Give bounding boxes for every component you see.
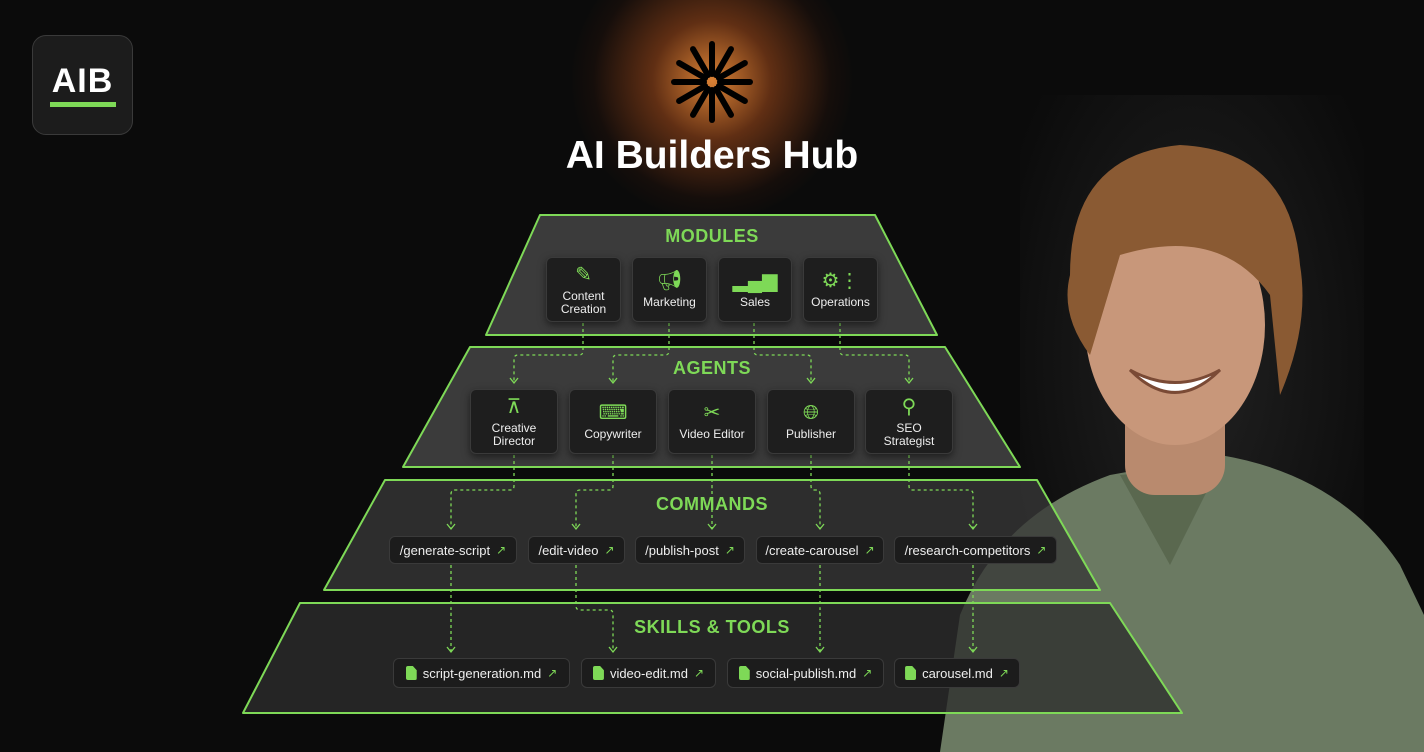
arrowhead-icon <box>815 523 825 531</box>
connector-line <box>450 455 515 529</box>
external-link-icon: ↗ <box>604 543 615 557</box>
arrowhead-icon <box>446 646 456 654</box>
arrowhead-icon <box>968 523 978 531</box>
agents-label: AGENTS <box>672 358 751 378</box>
arrowhead-icon <box>968 646 978 654</box>
arrowhead-icon <box>571 523 581 531</box>
external-link-icon: ↗ <box>724 543 735 557</box>
arrowhead-icon <box>608 646 618 654</box>
skill-social-publish[interactable]: social-publish.md↗ <box>727 658 884 688</box>
module-sales[interactable]: ▂▄▆Sales <box>718 257 792 322</box>
starburst-icon <box>671 41 753 123</box>
magnifier-icon: ⚲ <box>901 395 917 418</box>
film-scissors-icon: ✂ <box>703 402 721 424</box>
arrowhead-icon <box>707 523 717 531</box>
file-icon <box>738 666 750 680</box>
file-icon <box>405 666 417 680</box>
arrowhead-icon <box>904 377 914 385</box>
agent-seo-strategist[interactable]: ⚲SEO Strategist <box>865 389 953 454</box>
external-link-icon: ↗ <box>547 666 558 680</box>
module-content-creation[interactable]: ✎Content Creation <box>546 257 621 322</box>
module-marketing[interactable]: 📢︎Marketing <box>632 257 707 322</box>
globe-upload-icon: 🌐︎ <box>803 402 819 424</box>
connector-line <box>810 455 821 529</box>
skill-carousel[interactable]: carousel.md↗ <box>894 658 1020 688</box>
external-link-icon: ↗ <box>862 666 873 680</box>
director-chair-icon: ⊼ <box>506 395 522 418</box>
page-title: AI Builders Hub <box>565 134 859 177</box>
connector-line <box>575 455 614 529</box>
external-link-icon: ↗ <box>864 543 875 557</box>
arrowhead-icon <box>446 523 456 531</box>
external-link-icon: ↗ <box>998 666 1009 680</box>
agent-publisher[interactable]: 🌐︎Publisher <box>767 389 855 454</box>
handshake-icon: ▂▄▆ <box>732 270 778 292</box>
file-icon <box>592 666 604 680</box>
command-create-carousel[interactable]: /create-carousel↗ <box>756 536 884 564</box>
arrowhead-icon <box>806 377 816 385</box>
agent-creative-director[interactable]: ⊼Creative Director <box>470 389 558 454</box>
arrowhead-icon <box>509 377 519 385</box>
command-generate-script[interactable]: /generate-script↗ <box>389 536 517 564</box>
command-research-competitors[interactable]: /research-competitors↗ <box>894 536 1057 564</box>
file-icon <box>905 666 917 680</box>
connector-line <box>575 565 614 652</box>
agent-video-editor[interactable]: ✂Video Editor <box>668 389 756 454</box>
typewriter-icon: ⌨ <box>598 402 628 424</box>
modules-label: MODULES <box>665 226 759 246</box>
external-link-icon: ↗ <box>496 543 507 557</box>
megaphone-icon: 📢︎ <box>656 270 683 292</box>
external-link-icon: ↗ <box>1036 543 1047 557</box>
skill-script-generation[interactable]: script-generation.md↗ <box>393 658 570 688</box>
external-link-icon: ↗ <box>693 666 705 680</box>
agent-copywriter[interactable]: ⌨Copywriter <box>569 389 657 454</box>
module-operations[interactable]: ⚙⋮Operations <box>803 257 878 322</box>
skill-video-edit[interactable]: video-edit.md↗ <box>581 658 716 688</box>
command-edit-video[interactable]: /edit-video↗ <box>528 536 625 564</box>
workflow-icon: ⚙⋮ <box>821 270 860 292</box>
aib-logo: AIB <box>32 35 133 135</box>
arrowhead-icon <box>608 377 618 385</box>
connector-line <box>908 455 974 529</box>
commands-label: COMMANDS <box>656 494 768 514</box>
edit-document-icon: ✎ <box>575 263 592 286</box>
arrowhead-icon <box>815 646 825 654</box>
command-publish-post[interactable]: /publish-post↗ <box>635 536 745 564</box>
skills-label: SKILLS & TOOLS <box>634 617 790 637</box>
